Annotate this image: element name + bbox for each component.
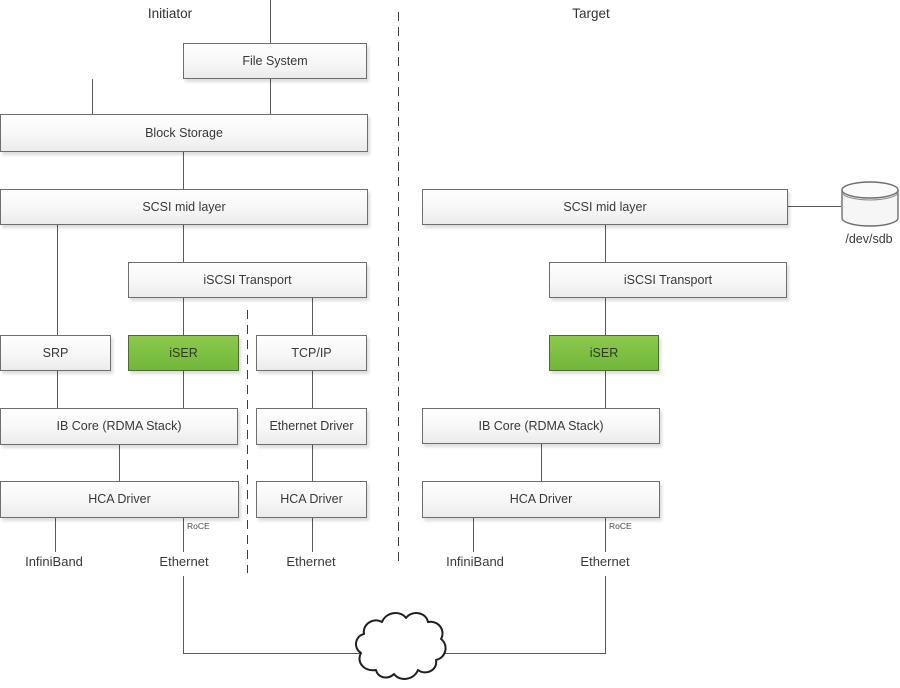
rdma-tcp-divider bbox=[247, 310, 248, 573]
connector-line bbox=[788, 206, 841, 207]
connector-line bbox=[605, 225, 606, 262]
connector-line bbox=[605, 576, 606, 653]
database-icon bbox=[841, 181, 899, 227]
box-ib-core-initiator: IB Core (RDMA Stack) bbox=[0, 408, 238, 445]
connector-line bbox=[183, 225, 184, 262]
box-scsi-mid-layer-initiator: SCSI mid layer bbox=[0, 189, 368, 225]
box-iscsi-transport-initiator: iSCSI Transport bbox=[128, 262, 367, 298]
connector-line bbox=[119, 445, 120, 481]
box-hca-driver-initiator: HCA Driver bbox=[0, 481, 239, 518]
target-title: Target bbox=[572, 6, 610, 21]
connector-line bbox=[312, 445, 313, 481]
box-iser-initiator: iSER bbox=[128, 335, 239, 371]
connector-line bbox=[312, 298, 313, 335]
connector-line bbox=[183, 298, 184, 335]
connector-line bbox=[270, 0, 271, 43]
connector-line bbox=[312, 371, 313, 408]
box-file-system: File System bbox=[183, 43, 367, 79]
roce-label-target: RoCE bbox=[609, 521, 632, 531]
initiator-title: Initiator bbox=[147, 6, 193, 21]
network-cloud-icon bbox=[355, 612, 447, 680]
box-ib-core-target: IB Core (RDMA Stack) bbox=[422, 408, 660, 444]
connector-line bbox=[183, 576, 184, 653]
initiator-target-divider bbox=[398, 12, 399, 565]
box-srp: SRP bbox=[0, 335, 111, 371]
ethernet-label-tcp: Ethernet bbox=[286, 554, 336, 569]
connector-line bbox=[57, 225, 58, 335]
connector-line bbox=[55, 518, 56, 552]
ethernet-label-initiator: Ethernet bbox=[159, 554, 209, 569]
box-block-storage: Block Storage bbox=[0, 114, 368, 152]
connector-line bbox=[605, 371, 606, 408]
connector-line bbox=[473, 518, 474, 552]
box-hca-driver-tcp: HCA Driver bbox=[256, 481, 367, 518]
box-iser-target: iSER bbox=[549, 335, 659, 371]
roce-label-initiator: RoCE bbox=[187, 521, 210, 531]
box-tcp-ip: TCP/IP bbox=[256, 335, 367, 371]
infiniband-label-target: InfiniBand bbox=[446, 554, 504, 569]
connector-line bbox=[57, 371, 58, 408]
ethernet-label-target: Ethernet bbox=[580, 554, 630, 569]
connector-line bbox=[92, 79, 93, 115]
connector-line bbox=[541, 444, 542, 481]
box-iscsi-transport-target: iSCSI Transport bbox=[549, 262, 787, 298]
connector-line bbox=[183, 518, 184, 552]
connector-line bbox=[183, 371, 184, 408]
connector-line bbox=[605, 298, 606, 335]
connector-line bbox=[312, 518, 313, 552]
box-scsi-mid-layer-target: SCSI mid layer bbox=[422, 189, 788, 225]
box-hca-driver-target: HCA Driver bbox=[422, 481, 660, 518]
infiniband-label-initiator: InfiniBand bbox=[25, 554, 83, 569]
connector-line bbox=[270, 79, 271, 115]
connector-line bbox=[183, 152, 184, 189]
box-ethernet-driver: Ethernet Driver bbox=[256, 408, 367, 445]
disk-device-label: /dev/sdb bbox=[845, 232, 893, 246]
connector-line bbox=[605, 518, 606, 552]
